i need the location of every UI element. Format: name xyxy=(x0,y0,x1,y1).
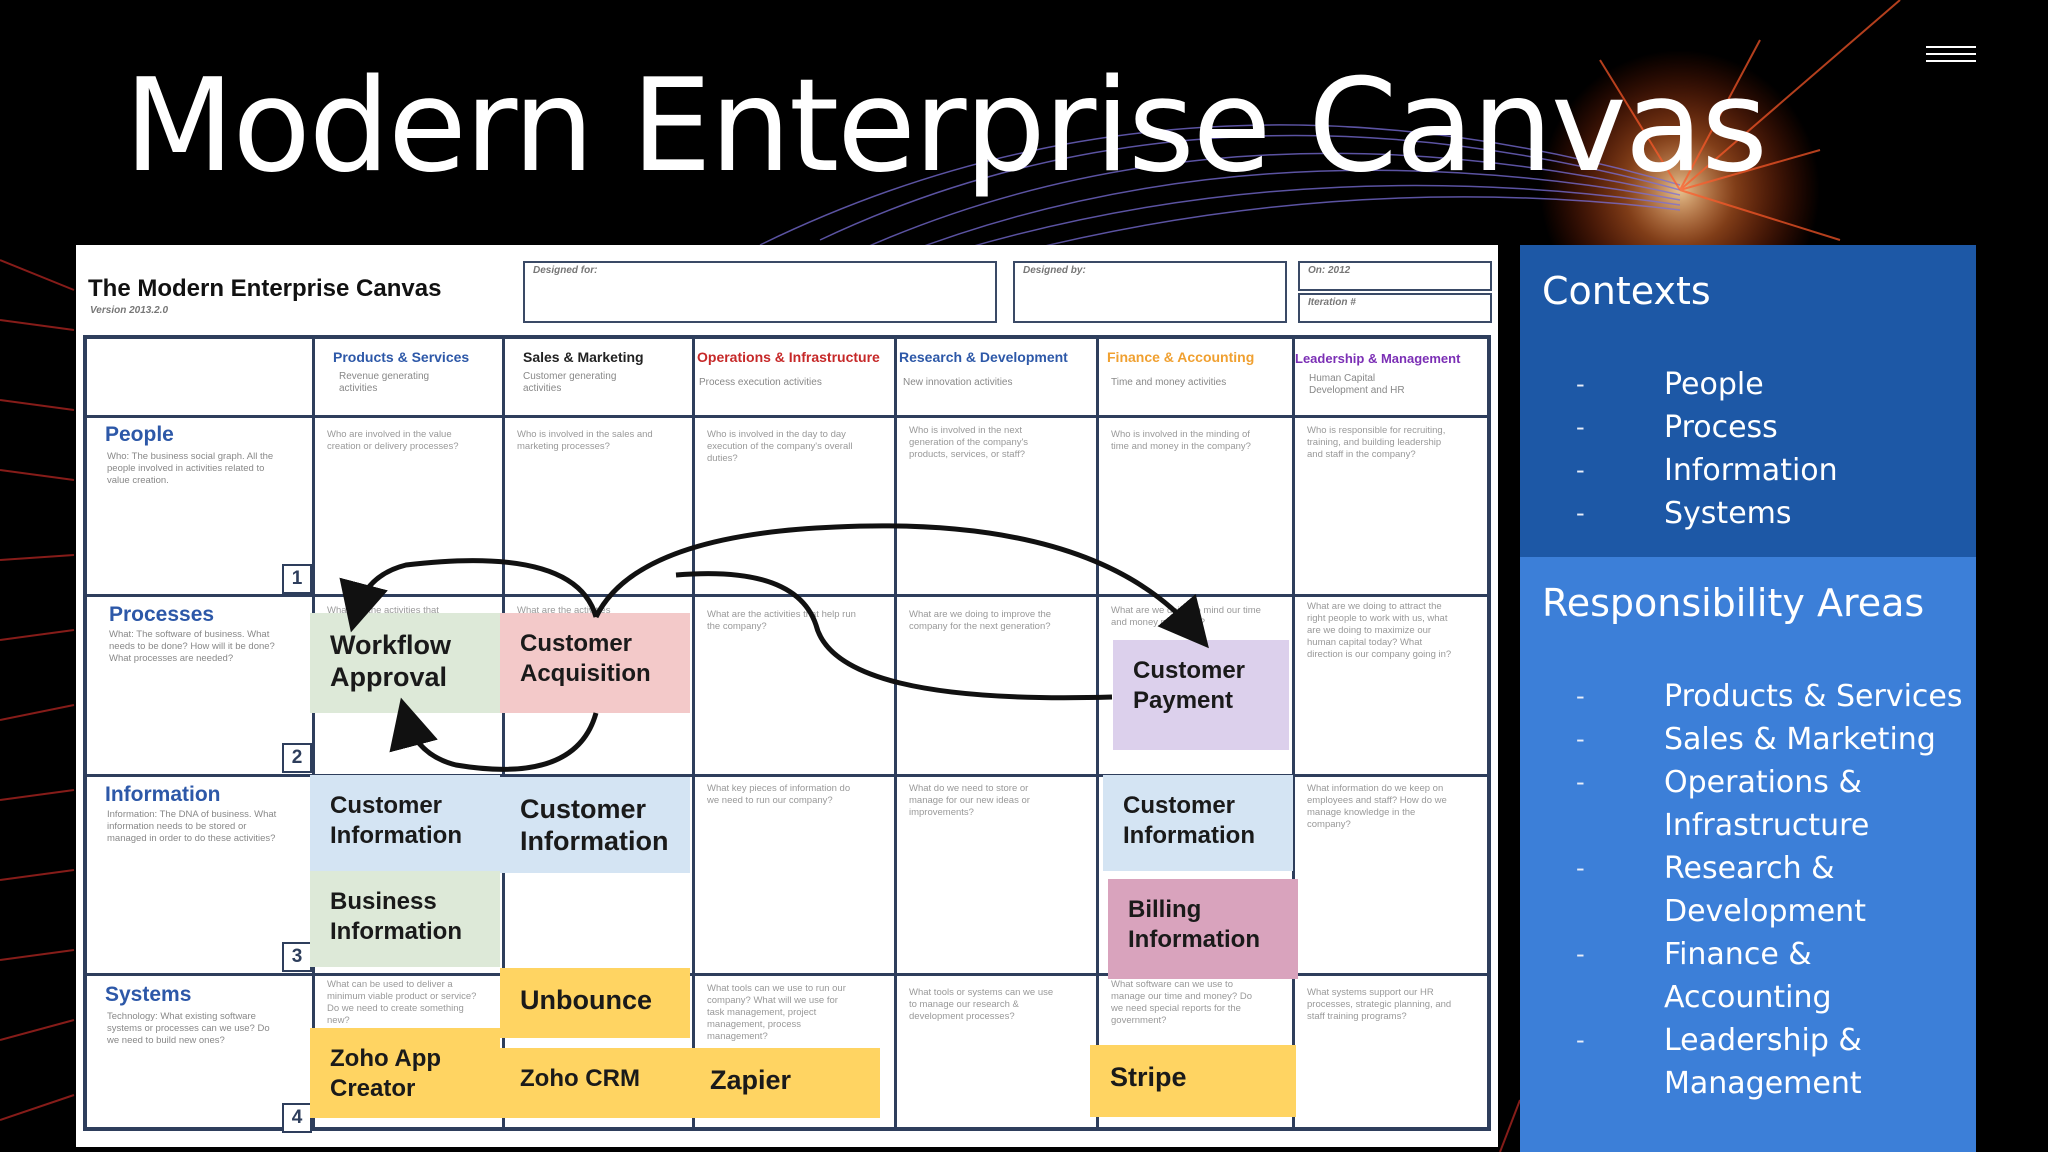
sticky-customer-information: Customer Information xyxy=(1103,775,1293,871)
canvas-title: The Modern Enterprise Canvas xyxy=(88,275,442,302)
date-box: On: 2012 xyxy=(1298,261,1492,291)
column-products-services: Products & Services xyxy=(333,349,470,365)
column-operations-infrastructure: Operations & Infrastructure xyxy=(697,349,880,365)
cell-question: Who is involved in the minding of time a… xyxy=(1111,429,1251,452)
row-number-1: 1 xyxy=(282,564,312,594)
row-information: Information xyxy=(105,783,221,806)
sticky-customer-information: Customer Information xyxy=(310,775,500,871)
cell-question: Who is involved in the day to day execut… xyxy=(707,429,853,464)
row-people: People xyxy=(105,423,174,446)
enterprise-canvas-document: The Modern Enterprise Canvas Version 201… xyxy=(76,245,1498,1147)
cell-question: What are we doing to mind our time and m… xyxy=(1111,605,1261,628)
contexts-panel: Contexts -People -Process -Information -… xyxy=(1520,245,1976,557)
cell-question: What software can we use to manage our t… xyxy=(1111,979,1252,1026)
responsibility-areas-title: Responsibility Areas xyxy=(1542,581,1925,625)
iteration-label: Iteration # xyxy=(1308,297,1356,308)
row-number-2: 2 xyxy=(282,743,312,773)
sticky-business-information: Business Information xyxy=(310,871,500,967)
cell-question: What are the activities that help run th… xyxy=(707,609,856,632)
cell-question: Who is involved in the next generation o… xyxy=(909,425,1029,460)
column-finance-accounting-sub: Time and money activities xyxy=(1111,377,1227,388)
sticky-stripe: Stripe xyxy=(1090,1045,1296,1117)
contexts-list: -People -Process -Information -Systems xyxy=(1576,363,1838,535)
responsibility-item: -Products & Services xyxy=(1576,679,1963,714)
cell-question: What are we doing to improve the company… xyxy=(909,609,1052,632)
column-finance-accounting: Finance & Accounting xyxy=(1107,349,1255,365)
canvas-version: Version 2013.2.0 xyxy=(90,305,169,316)
row-processes: Processes xyxy=(109,603,215,626)
column-research-development-sub: New innovation activities xyxy=(903,377,1013,388)
row-people-desc: Who: The business social graph. All the … xyxy=(107,451,274,486)
column-sales-marketing-sub: Customer generating activities xyxy=(523,371,617,394)
cell-question: What tools or systems can we use to mana… xyxy=(909,987,1054,1022)
column-leadership-management: Leadership & Management xyxy=(1295,351,1461,366)
responsibility-areas-panel: Responsibility Areas -Products & Service… xyxy=(1520,557,1976,1152)
cell-question: What can be used to deliver a minimum vi… xyxy=(327,979,477,1026)
sticky-unbounce: Unbounce xyxy=(500,968,690,1038)
sticky-customer-acquisition: Customer Acquisition xyxy=(500,613,690,713)
sticky-zoho-app-creator: Zoho App Creator xyxy=(310,1028,500,1118)
designed-for-label: Designed for: xyxy=(533,265,598,276)
sticky-zapier: Zapier xyxy=(690,1048,880,1118)
row-number-3: 3 xyxy=(282,942,312,972)
responsibility-item: -Sales & Marketing xyxy=(1576,722,1936,757)
row-systems: Systems xyxy=(105,983,192,1006)
responsibility-item: -Leadership & Management xyxy=(1576,1023,1862,1101)
cell-question: What information do we keep on employees… xyxy=(1307,783,1447,830)
column-sales-marketing: Sales & Marketing xyxy=(523,349,644,365)
cell-question: What are we doing to attract the right p… xyxy=(1307,601,1452,660)
responsibility-item: -Operations & Infrastructure xyxy=(1576,765,1870,843)
column-products-services-sub: Revenue generating activities xyxy=(339,371,430,394)
designed-by-box: Designed by: xyxy=(1013,261,1287,323)
cell-question: Who is responsible for recruiting, train… xyxy=(1307,425,1446,460)
sticky-billing-information: Billing Information xyxy=(1108,879,1298,979)
responsibility-item: -Finance & Accounting xyxy=(1576,937,1832,1015)
menu-icon[interactable] xyxy=(1926,46,1976,66)
contexts-title: Contexts xyxy=(1542,269,1711,313)
sticky-workflow-approval: Workflow Approval xyxy=(310,613,500,713)
cell-question: What systems support our HR processes, s… xyxy=(1307,987,1452,1022)
date-label: On: 2012 xyxy=(1308,265,1351,276)
iteration-box: Iteration # xyxy=(1298,293,1492,323)
cell-question: Who is involved in the sales and marketi… xyxy=(517,429,653,452)
column-leadership-management-sub: Human Capital Development and HR xyxy=(1309,373,1405,396)
canvas-grid: Products & Services Revenue generating a… xyxy=(83,335,1491,1133)
designed-for-box: Designed for: xyxy=(523,261,997,323)
contexts-item: -Information xyxy=(1576,453,1838,488)
slide-title: Modern Enterprise Canvas xyxy=(124,52,1768,201)
sticky-customer-information: Customer Information xyxy=(500,777,690,873)
designed-by-label: Designed by: xyxy=(1023,265,1086,276)
responsibility-item: -Research & Development xyxy=(1576,851,1866,929)
cell-question: What tools can we use to run our company… xyxy=(707,983,846,1042)
cell-question: What key pieces of information do we nee… xyxy=(707,783,851,806)
cell-question: Who are involved in the value creation o… xyxy=(327,429,459,452)
row-information-desc: Information: The DNA of business. What i… xyxy=(107,809,277,844)
row-systems-desc: Technology: What existing software syste… xyxy=(107,1011,270,1046)
row-processes-desc: What: The software of business. What nee… xyxy=(109,629,275,664)
sticky-zoho-crm: Zoho CRM xyxy=(500,1048,690,1118)
column-research-development: Research & Development xyxy=(899,349,1068,365)
responsibility-areas-list: -Products & Services -Sales & Marketing … xyxy=(1576,675,1966,1105)
row-number-4: 4 xyxy=(282,1103,312,1133)
sticky-customer-payment: Customer Payment xyxy=(1113,640,1289,750)
contexts-item: -People xyxy=(1576,367,1764,402)
cell-question: What do we need to store or manage for o… xyxy=(909,783,1030,818)
contexts-item: -Systems xyxy=(1576,496,1792,531)
contexts-item: -Process xyxy=(1576,410,1778,445)
column-operations-infrastructure-sub: Process execution activities xyxy=(699,377,822,388)
